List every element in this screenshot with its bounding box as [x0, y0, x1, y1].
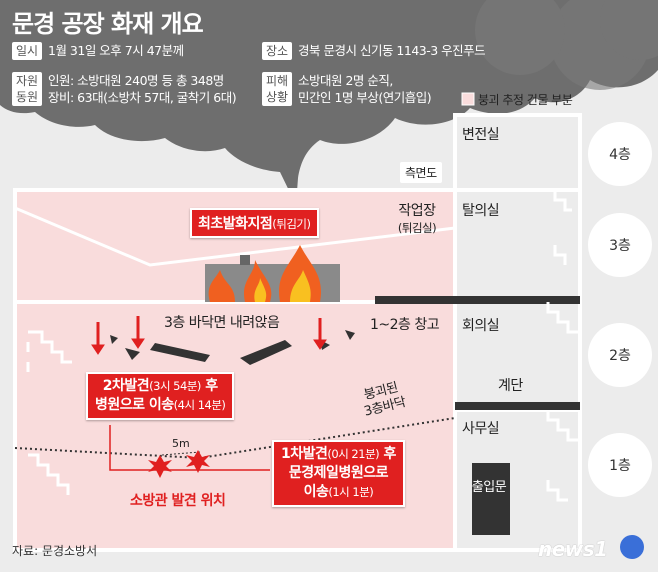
location-text: 경북 문경시 신기동 1143-3 우진푸드	[298, 43, 486, 58]
first-find-line1: 1차발견(0시 21분) 후	[281, 445, 396, 464]
legend-swatch	[461, 92, 475, 106]
origin-sub: (튀김기)	[272, 217, 311, 231]
resources-line1: 인원: 소방대원 240명 등 총 348명	[48, 73, 224, 88]
damage-text: 소방대원 2명 순직, 민간인 1명 부상(연기흡입)	[298, 72, 432, 106]
room-workshop: 작업장 (튀김실)	[382, 200, 452, 236]
first-find-main1: 1차발견	[281, 446, 328, 462]
resources-line2: 장비: 63대(소방차 57대, 굴착기 6대)	[48, 90, 237, 105]
damage-line1: 소방대원 2명 순직,	[298, 73, 393, 88]
date-tag: 일시	[12, 42, 43, 60]
floor-label-4: 4층	[588, 122, 652, 186]
damage-line2: 민간인 1명 부상(연기흡입)	[298, 90, 432, 105]
room-substation: 변전실	[462, 127, 500, 143]
logo-icon	[620, 535, 644, 559]
second-find-after1: 후	[200, 378, 218, 394]
first-find-main3: 이송	[303, 484, 329, 500]
workshop-label: 작업장	[398, 203, 436, 219]
second-find-main2: 병원으로 이송	[95, 397, 174, 413]
damage-tag-line2: 상황	[266, 90, 289, 104]
logo-text: news1	[538, 537, 608, 561]
origin-box: 최초발화지점(튀김기)	[190, 208, 319, 238]
first-find-time1: (0시 21분)	[327, 447, 380, 461]
right-stairs	[546, 190, 578, 502]
entrance-door	[472, 463, 510, 535]
first-find-line2: 문경제일병원으로	[288, 465, 389, 481]
distance-label: 5m	[172, 437, 190, 450]
damage-tag-line1: 피해	[266, 74, 289, 88]
room-meeting: 회의실	[462, 318, 500, 334]
room-stairs: 계단	[498, 378, 523, 394]
resources-tag-line2: 동원	[16, 90, 39, 104]
burst-icon	[148, 450, 210, 478]
second-find-box: 2차발견(3시 54분) 후 병원으로 이송(4시 14분)	[86, 372, 235, 420]
resources-tag-line1: 자원	[16, 74, 39, 88]
flame-icon	[208, 245, 321, 302]
first-find-time3: (1시 1분)	[328, 485, 374, 499]
second-find-line1: 2차발견(3시 54분) 후	[95, 377, 225, 396]
down-arrows	[91, 316, 327, 355]
floor-collapse-text: 3층 바닥면 내려앉음	[164, 315, 280, 331]
resources-tag: 자원 동원	[12, 72, 43, 106]
room-dehydration: 탈의실	[462, 203, 500, 219]
left-stairs	[26, 330, 72, 495]
second-find-time1: (3시 54분)	[149, 379, 201, 393]
source-text: 자료: 문경소방서	[12, 544, 98, 558]
floor-label-3: 3층	[588, 213, 652, 277]
first-find-line3: 이송(1시 1분)	[281, 483, 396, 502]
room-office: 사무실	[462, 421, 500, 437]
second-find-line2: 병원으로 이송(4시 14분)	[95, 396, 226, 415]
resources-text: 인원: 소방대원 240명 등 총 348명 장비: 63대(소방차 57대, …	[48, 72, 237, 106]
workshop-sub: (튀김실)	[397, 221, 437, 235]
debris	[110, 330, 355, 365]
floor-label-2: 2층	[588, 323, 652, 387]
warehouse-text: 1~2층 창고	[370, 317, 440, 333]
page-title: 문경 공장 화재 개요	[12, 10, 204, 38]
floor-label-1: 1층	[588, 433, 652, 497]
origin-main: 최초발화지점	[198, 216, 273, 232]
second-find-time2: (4시 14분)	[173, 398, 226, 412]
first-find-after1: 후	[379, 446, 397, 462]
room-entrance: 출입문	[471, 480, 507, 495]
damage-tag: 피해 상황	[262, 72, 293, 106]
date-text: 1월 31일 오후 7시 47분께	[48, 43, 184, 58]
collapse-line-top	[14, 206, 456, 267]
lower-building	[13, 300, 457, 552]
first-find-box: 1차발견(0시 21분) 후 문경제일병원으로 이송(1시 1분)	[272, 440, 405, 507]
second-find-main1: 2차발견	[102, 378, 150, 394]
legend-label: 붕괴 추정 건물 부분	[478, 93, 573, 107]
smoke-cloud-light	[475, 0, 658, 90]
side-view-label: 측면도	[400, 162, 442, 183]
location-tag: 장소	[262, 42, 293, 60]
firefighter-location-label: 소방관 발견 위치	[130, 493, 226, 509]
